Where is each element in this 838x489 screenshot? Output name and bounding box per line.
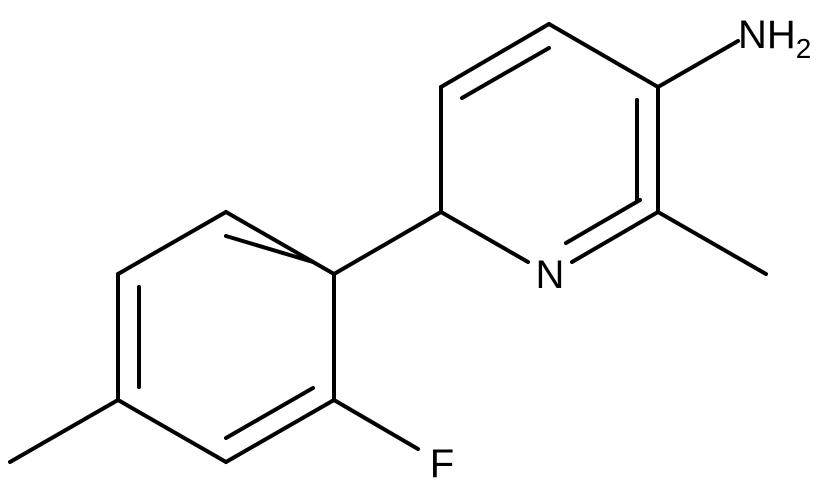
bond-c3-amine xyxy=(656,39,740,89)
benzene-ring xyxy=(116,210,336,464)
bond-b5-b6-inner xyxy=(224,386,315,440)
bond-c2-methyl xyxy=(656,210,768,276)
bond-b4-methyl xyxy=(8,398,120,464)
bond-b6-fluorine xyxy=(332,398,420,451)
amine-subscript: 2 xyxy=(796,33,812,64)
fluorine-label: F xyxy=(430,442,454,486)
bond-b2-b3 xyxy=(116,210,228,276)
amine-label: NH2 xyxy=(738,13,811,64)
bond-n1-c2-inner xyxy=(564,198,642,245)
bond-b4-b5 xyxy=(116,398,228,464)
amine-symbol: NH xyxy=(738,13,796,57)
bond-c6-n1 xyxy=(439,210,530,264)
pyridine-ring xyxy=(439,22,660,264)
ring-nitrogen-label: N xyxy=(536,253,565,297)
bond-c3-c4 xyxy=(547,22,660,89)
bond-c4-c5-inner xyxy=(460,46,551,100)
bond-biaryl xyxy=(332,210,443,276)
bond-n1-c2 xyxy=(570,210,660,264)
bond-c4-c5 xyxy=(439,22,551,89)
bond-b1-b2-inner xyxy=(224,234,315,264)
bond-b5-b6 xyxy=(224,398,336,464)
bond-b1-b2 xyxy=(224,210,336,276)
